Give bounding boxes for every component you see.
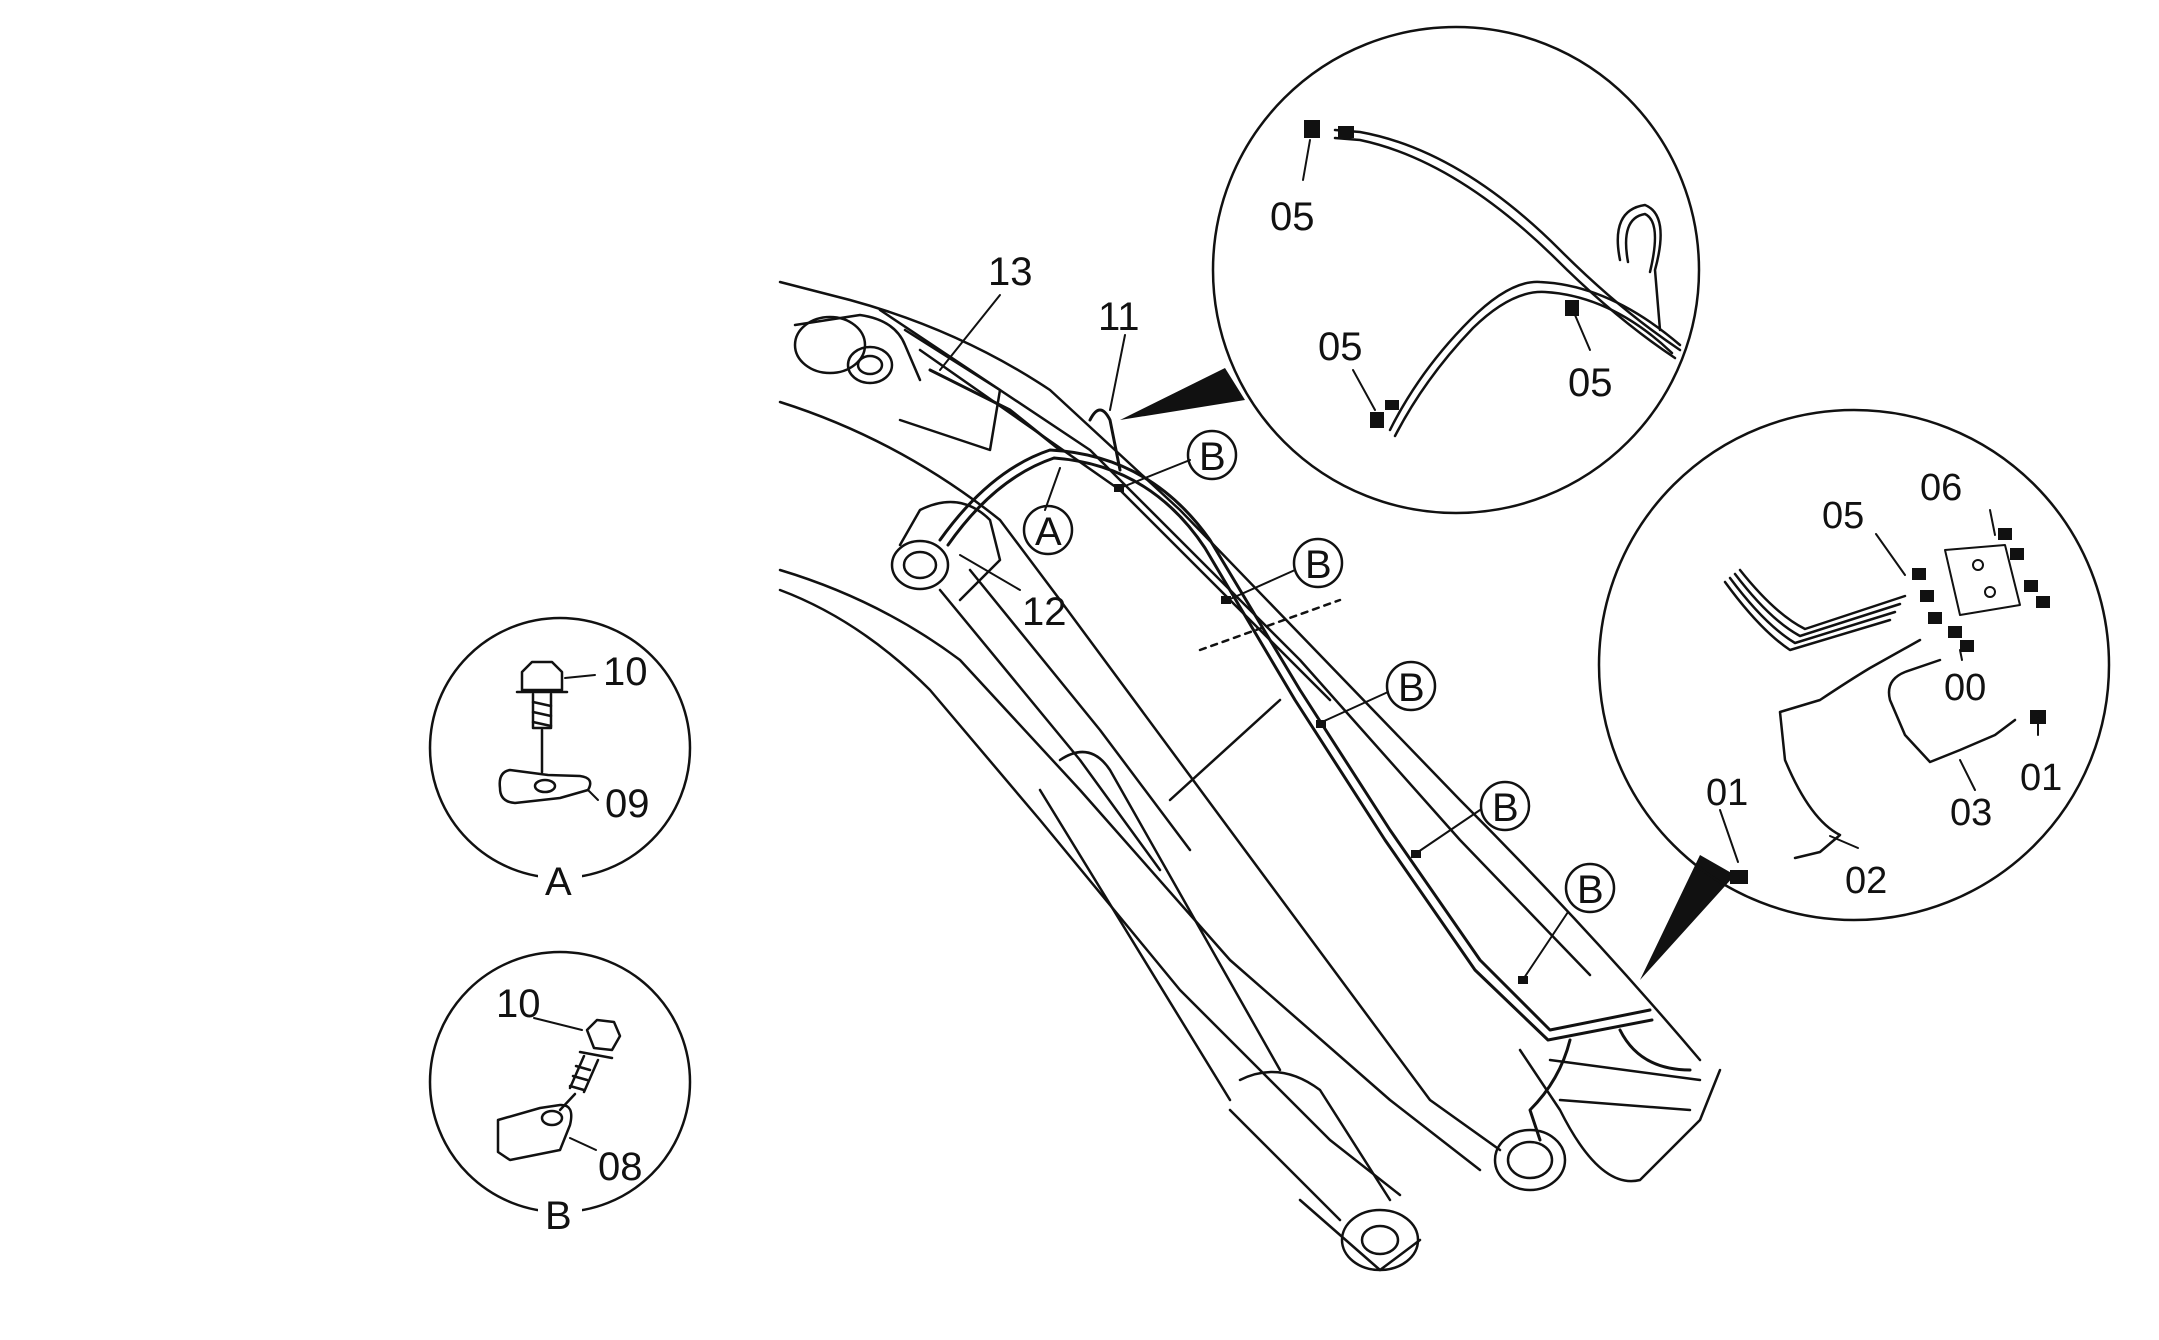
svg-text:12: 12 xyxy=(1022,590,1067,634)
detail-ref-b4: B xyxy=(1417,780,1531,853)
detail-b: B 10 08 xyxy=(428,950,692,1238)
boom-cylinder xyxy=(890,500,1422,1272)
right-inset-label-05: 05 xyxy=(1822,495,1864,537)
right-inset-label-01b: 01 xyxy=(2020,757,2062,799)
right-inset-pointer xyxy=(1640,855,1735,980)
detail-a-clamp xyxy=(498,768,592,805)
detail-b-title: B xyxy=(545,1194,572,1238)
callout-12: 12 xyxy=(959,554,1067,634)
detail-a-title: A xyxy=(545,860,572,904)
right-inset-fittings xyxy=(1730,528,2050,884)
top-inset-fittings xyxy=(1304,120,1579,428)
top-inset-label-3: 05 xyxy=(1568,361,1613,405)
detail-ref-a: A xyxy=(1022,467,1074,556)
right-inset: 06 05 00 01 01 02 03 xyxy=(1597,408,2111,980)
top-inset-hoses xyxy=(1333,128,1682,438)
top-inset: 05 05 05 xyxy=(1120,25,1701,515)
svg-text:11: 11 xyxy=(1098,295,1140,339)
right-inset-block xyxy=(1944,544,2021,616)
detail-ref-b5: B xyxy=(1523,862,1616,979)
right-inset-label-03: 03 xyxy=(1950,792,1992,834)
hose-bundle xyxy=(928,368,1692,1142)
boom-foot xyxy=(793,313,1002,452)
right-inset-hoses xyxy=(1723,568,2017,860)
right-inset-label-06: 06 xyxy=(1920,467,1962,509)
detail-a-label-09: 09 xyxy=(605,782,650,826)
svg-text:B: B xyxy=(1305,543,1332,587)
svg-text:B: B xyxy=(1398,666,1425,710)
right-inset-label-01a: 01 xyxy=(1706,772,1748,814)
detail-ref-b3: B xyxy=(1321,660,1437,723)
svg-text:A: A xyxy=(1035,510,1062,554)
detail-b-clamp xyxy=(496,1103,573,1162)
detail-a-label-10: 10 xyxy=(603,650,648,694)
svg-text:B: B xyxy=(1492,786,1519,830)
svg-text:B: B xyxy=(1577,868,1604,912)
right-inset-label-00: 00 xyxy=(1944,667,1986,709)
detail-ref-b1: B xyxy=(1119,429,1238,489)
boom-assembly xyxy=(778,280,1722,1197)
svg-text:13: 13 xyxy=(988,250,1033,294)
callout-13: 13 xyxy=(939,250,1033,371)
detail-b-bolt xyxy=(558,1018,622,1112)
svg-text:B: B xyxy=(1199,435,1226,479)
callout-11: 11 xyxy=(1098,295,1140,411)
right-inset-label-02: 02 xyxy=(1845,860,1887,902)
top-inset-label-2: 05 xyxy=(1318,325,1363,369)
top-inset-pointer xyxy=(1120,368,1245,420)
detail-b-label-08: 08 xyxy=(598,1145,643,1189)
detail-a-bolt xyxy=(515,660,569,774)
top-inset-label-1: 05 xyxy=(1270,195,1315,239)
detail-b-label-10: 10 xyxy=(496,982,541,1026)
detail-a: A 10 09 xyxy=(428,616,692,904)
detail-ref-b2: B xyxy=(1227,537,1344,601)
